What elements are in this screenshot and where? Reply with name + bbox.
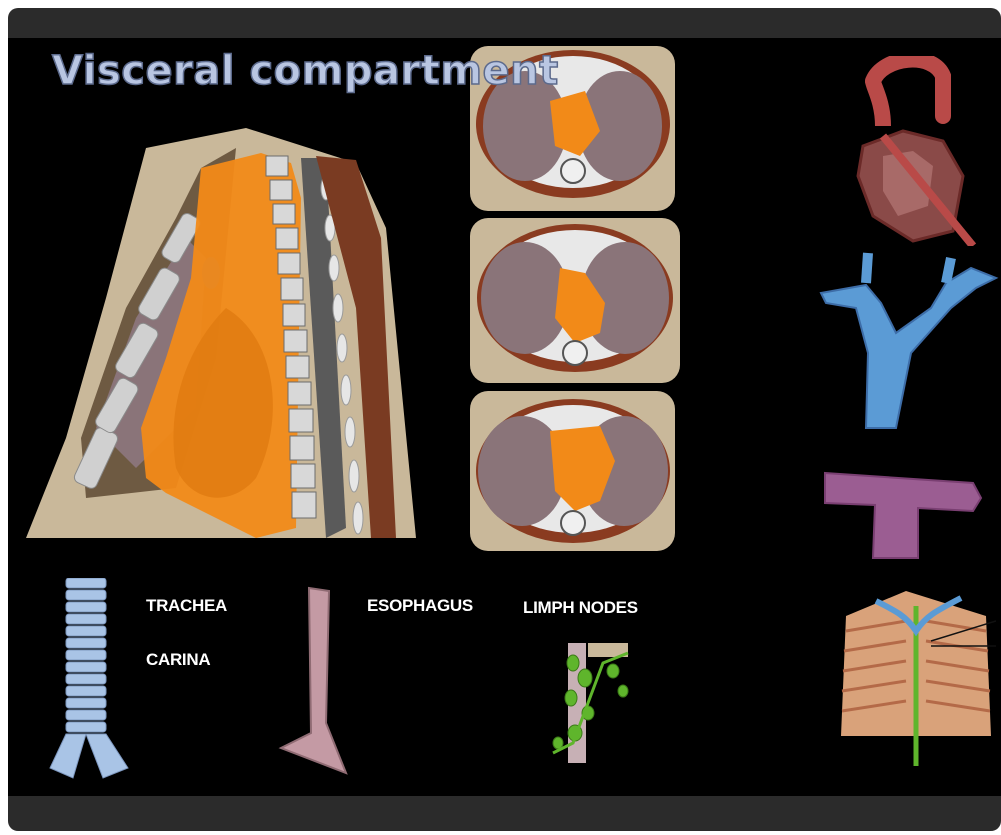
trachea-illustration: [48, 578, 138, 783]
pulmonary-artery-illustration: [823, 463, 983, 563]
label-trachea: TRACHEA: [146, 596, 227, 616]
label-esophagus: ESOPHAGUS: [367, 596, 473, 616]
heart-aorta-illustration: [843, 56, 983, 246]
venous-confluence-illustration: [816, 243, 1001, 433]
lymph-node-chain-illustration: [543, 643, 633, 763]
label-lymph-nodes: LIMPH NODES: [523, 598, 638, 618]
esophagus-illustration: [271, 583, 351, 778]
sagittal-chest-illustration: [26, 108, 426, 538]
axial-section-illustration: [470, 46, 680, 551]
slide-title: Visceral compartment: [52, 48, 559, 94]
label-carina: CARINA: [146, 650, 210, 670]
slide-canvas: Visceral compartment: [8, 38, 1001, 796]
slide-frame: Visceral compartment: [8, 8, 1001, 831]
thoracic-duct-illustration: [836, 586, 996, 776]
